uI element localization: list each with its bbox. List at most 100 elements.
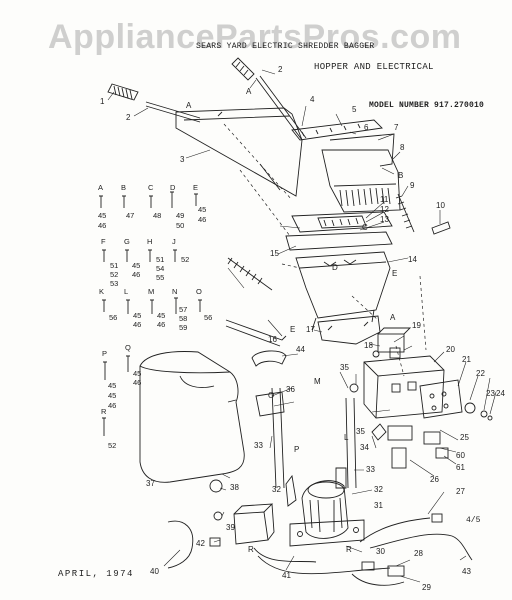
callout-44: 44 — [296, 345, 305, 354]
hw-num-R-52: 52 — [108, 441, 116, 450]
hw-num-H-54: 54 — [156, 264, 164, 273]
hw-num-H-51: 51 — [156, 255, 164, 264]
hw-letter-R: R — [101, 407, 107, 416]
callout-31: 31 — [374, 501, 383, 510]
callout-28: 28 — [414, 549, 423, 558]
handle-grip-left — [107, 83, 139, 101]
callout-letter-E: E — [392, 269, 397, 278]
hw-num-F-53: 53 — [110, 279, 118, 288]
callout-8: 8 — [400, 143, 405, 152]
assembly-guide-lines — [223, 123, 427, 377]
callout-36: 36 — [286, 385, 295, 394]
hw-letter-A: A — [98, 183, 103, 192]
callout-10: 10 — [436, 201, 445, 210]
revision-date: APRIL, 1974 — [58, 569, 134, 579]
callout-letter-A3: A — [390, 313, 396, 322]
callout-41: 41 — [282, 571, 291, 580]
callout-labels: 1 2 2 3 4 5 6 7 8 9 10 11 12 13 14 15 16… — [100, 65, 505, 592]
hw-num-Q-46: 46 — [133, 378, 141, 387]
clamp-44 — [251, 350, 287, 367]
bagger-cover — [139, 351, 245, 483]
hw-num-G-46: 46 — [132, 270, 140, 279]
callout-30: 30 — [376, 547, 385, 556]
callout-60: 60 — [456, 451, 465, 460]
callout-42: 42 — [196, 539, 205, 548]
callout-letter-R2: R — [346, 545, 352, 554]
hw-num-L-46: 46 — [133, 320, 141, 329]
spring-rod-lower — [227, 257, 273, 291]
callout-letter-L: L — [344, 433, 349, 442]
hw-letter-D: D — [170, 183, 176, 192]
hw-letter-K: K — [99, 287, 104, 296]
callout-35: 35 — [340, 363, 349, 372]
hw-num-A-45: 45 — [98, 211, 106, 220]
hw-num-P-45b: 45 — [108, 391, 116, 400]
callout-32: 32 — [374, 485, 383, 494]
callout-13: 13 — [380, 215, 389, 224]
hw-num-H-55: 55 — [156, 273, 164, 282]
hw-letter-H: H — [147, 237, 152, 246]
callout-43: 43 — [462, 567, 471, 576]
callout-15: 15 — [270, 249, 279, 258]
callout-5: 5 — [352, 105, 357, 114]
callout-4: 4 — [310, 95, 315, 104]
callout-61: 61 — [456, 463, 465, 472]
callout-6: 6 — [364, 123, 369, 132]
hw-num-A-46: 46 — [98, 221, 106, 230]
callout-letter-A2: A — [186, 101, 192, 110]
callout-22: 22 — [476, 369, 485, 378]
callout-35b: 35 — [356, 427, 365, 436]
spring-rod-9 — [395, 193, 415, 233]
switch-box — [363, 355, 445, 419]
hw-letter-J: J — [172, 237, 176, 246]
callout-16: 16 — [268, 335, 277, 344]
hw-num-B-47: 47 — [126, 211, 134, 220]
callout-14: 14 — [408, 255, 417, 264]
hardware-icons — [99, 191, 202, 436]
callout-letter-D: D — [332, 263, 338, 272]
callout-18: 18 — [364, 341, 373, 350]
discharge-chute — [295, 251, 391, 331]
callout-12: 12 — [380, 205, 389, 214]
hw-num-E-45: 45 — [198, 205, 206, 214]
support-rod — [225, 319, 287, 347]
callout-letter-A1: A — [246, 87, 252, 96]
page-code: 4/5 — [466, 516, 481, 525]
callout-17: 17 — [306, 325, 315, 334]
leader-lines — [107, 69, 497, 583]
hw-letter-G: G — [124, 237, 130, 246]
hw-letter-N: N — [172, 287, 177, 296]
watermark: AppliancePartsPros.com — [48, 18, 462, 56]
hw-letter-O: O — [196, 287, 202, 296]
hw-letter-F: F — [101, 237, 106, 246]
hw-num-E-46: 46 — [198, 215, 206, 224]
callout-29: 29 — [422, 583, 431, 592]
hw-num-N-58: 58 — [179, 314, 187, 323]
callout-1: 1 — [100, 97, 105, 106]
callout-2b: 2 — [278, 65, 283, 74]
terminal-block — [419, 379, 463, 419]
diagram-title: SEARS YARD ELECTRIC SHREDDER BAGGER — [196, 42, 375, 51]
hw-num-F-51: 51 — [110, 261, 118, 270]
hardware-key: A B C D E 45 46 47 48 49 50 45 46 F G H … — [98, 183, 212, 450]
fastener-parts — [464, 402, 493, 421]
hw-num-M-45: 45 — [157, 311, 165, 320]
callout-26: 26 — [430, 475, 439, 484]
callout-20: 20 — [446, 345, 455, 354]
hw-letter-C: C — [148, 183, 154, 192]
hw-num-F-52: 52 — [110, 270, 118, 279]
pin-10 — [431, 221, 451, 235]
callout-37: 37 — [146, 479, 155, 488]
hw-letter-Q: Q — [125, 343, 131, 352]
callout-33b: 33 — [366, 465, 375, 474]
hw-num-M-46: 46 — [157, 320, 165, 329]
handle-grip-right — [231, 57, 255, 81]
wiring — [167, 513, 473, 586]
callout-38: 38 — [230, 483, 239, 492]
hw-num-N-57: 57 — [179, 305, 187, 314]
callout-25: 25 — [460, 433, 469, 442]
callout-11: 11 — [380, 195, 389, 204]
callout-3: 3 — [180, 155, 185, 164]
relay-assembly — [349, 327, 412, 393]
